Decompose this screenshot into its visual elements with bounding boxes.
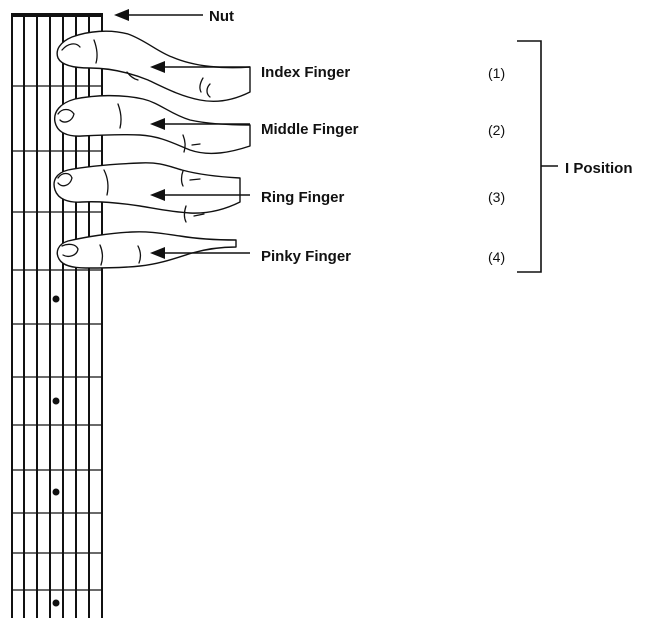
position-label: I Position [565,160,633,177]
fingernail [61,243,79,257]
fingernail [57,172,73,187]
knuckle-crease [99,244,104,266]
leader-arrows [114,9,250,259]
hand-mark [206,83,211,98]
pinky-finger-shape [56,231,237,269]
hand-mark [180,170,184,187]
fret-marker-dot [52,599,60,607]
nut-label: Nut [209,8,234,25]
fret-marker-dot [52,295,60,303]
fret-marker-dot [52,397,60,405]
fret-marker-dot [52,488,60,496]
fret-markers [52,295,60,607]
hand-mark [191,143,201,146]
finger-number-2: (2) [488,122,505,138]
hand-mark [182,134,186,153]
finger-number-4: (4) [488,249,505,265]
index-arrowhead [150,61,165,73]
finger-label-middle: Middle Finger [261,121,359,138]
knuckle-crease [103,169,109,196]
fingernail [61,43,81,51]
nut-arrowhead [114,9,129,21]
finger-label-ring: Ring Finger [261,189,344,206]
hand-mark [199,77,204,93]
hand-mark [189,178,201,181]
finger-label-index: Index Finger [261,64,350,81]
hand-mark [193,213,205,217]
finger-number-1: (1) [488,65,505,81]
knuckle-crease [93,39,98,64]
fingernail [57,108,75,123]
finger-label-pinky: Pinky Finger [261,248,351,265]
knuckle-crease [117,103,122,129]
position-bracket [517,40,558,273]
pinky-arrowhead [150,247,165,259]
knuckle-crease [126,71,139,81]
hand-details [57,39,211,266]
bracket-line [517,40,542,273]
finger-number-3: (3) [488,189,505,205]
ring-finger-shape [53,162,241,214]
knuckle-crease [137,245,142,264]
middle-arrowhead [150,118,165,130]
ring-arrowhead [150,189,165,201]
hand-mark [183,205,187,223]
